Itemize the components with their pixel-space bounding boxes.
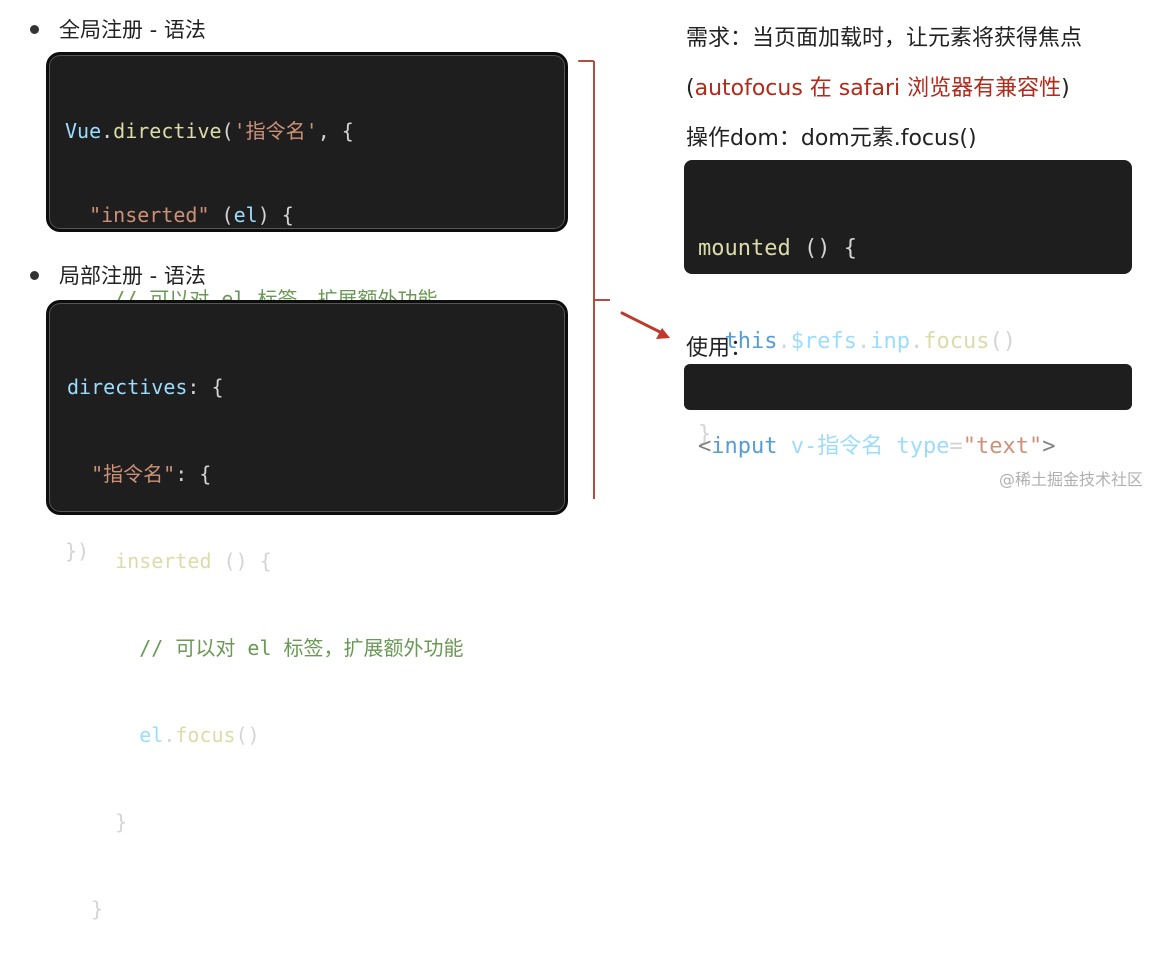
operation-text: 操作dom：dom元素.focus() <box>686 126 977 151</box>
local-code-block: directives: { "指令名": { inserted () { // … <box>46 300 568 921</box>
global-heading-row: 全局注册 - 语法 <box>30 14 206 44</box>
requirement-text: 需求：当页面加载时，让元素将获得焦点 <box>686 26 1083 51</box>
local-heading: 局部注册 - 语法 <box>59 264 206 288</box>
watermark: @稀土掘金技术社区 <box>998 470 1143 489</box>
code-line: this.$refs.inp.focus() <box>724 329 1016 354</box>
code-line: Vue.directive('指令名', { <box>65 119 354 143</box>
compat-note-red: autofocus 在 safari 浏览器有兼容性 <box>694 76 1062 101</box>
mounted-code-block: mounted () { this.$refs.inp.focus() } <box>684 160 1132 447</box>
code-comment: // 可以对 el 标签，扩展额外功能 <box>67 636 464 660</box>
code-line: "inserted" (el) { <box>89 203 294 227</box>
code-line: } <box>67 897 104 921</box>
code-line: "指令名": { <box>91 462 212 486</box>
code-line: mounted () { <box>698 236 857 261</box>
usage-label: 使用： <box>686 336 753 361</box>
bullet-dot-icon <box>30 270 39 280</box>
code-line: directives: { <box>67 375 224 399</box>
code-line: } <box>698 422 712 447</box>
code-line: <input v-指令名 type="text"> <box>698 434 1056 459</box>
compat-note: (autofocus 在 safari 浏览器有兼容性) <box>686 76 1070 101</box>
global-code-block: Vue.directive('指令名', { "inserted" (el) {… <box>46 52 568 563</box>
arrow-icon <box>620 311 670 339</box>
code-line: } <box>67 810 128 834</box>
bullet-dot-icon <box>30 24 39 34</box>
local-heading-row: 局部注册 - 语法 <box>30 260 206 290</box>
code-line: inserted () { <box>115 549 272 573</box>
usage-code-block: <input v-指令名 type="text"> <box>684 364 1132 459</box>
global-heading: 全局注册 - 语法 <box>59 18 206 42</box>
code-line: el.focus() <box>139 723 260 747</box>
